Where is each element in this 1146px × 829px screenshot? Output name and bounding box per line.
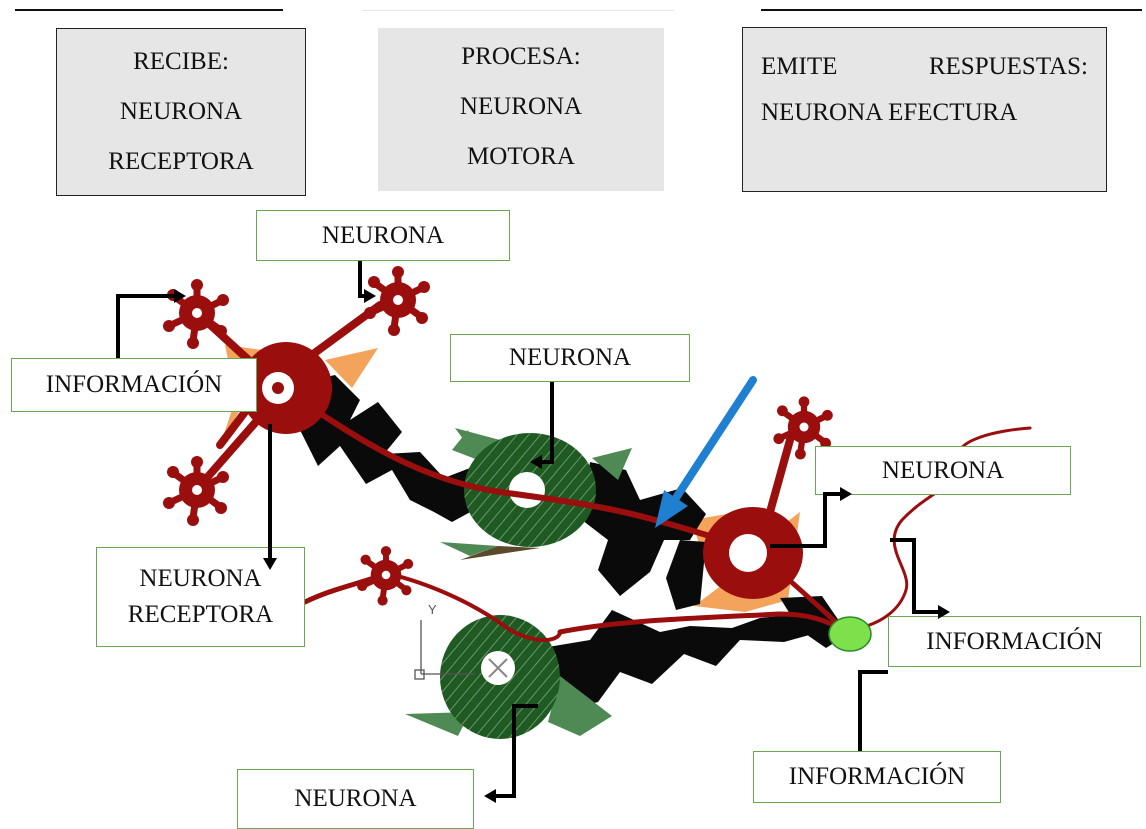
label-informacion-left: INFORMACIÓN: [11, 358, 257, 412]
label-text: INFORMACIÓN: [45, 371, 223, 398]
procesa-title: PROCESA:: [461, 43, 581, 70]
emite-line2: NEURONA EFECTURA: [761, 99, 1018, 126]
procesa-line2: NEURONA: [459, 93, 583, 120]
recibe-box: RECIBE: NEURONA RECEPTORA: [56, 28, 306, 196]
recibe-line2: NEURONA: [119, 98, 243, 125]
label-neurona-top: NEURONA: [256, 210, 510, 261]
red-soma-left: [240, 342, 332, 434]
axon-lower: [530, 610, 820, 712]
procesa-line3: MOTORA: [467, 143, 575, 170]
cad-axis-label: Y: [428, 602, 437, 617]
top-rule-right: [761, 9, 1142, 11]
label-neurona-receptora: NEURONA RECEPTORA: [96, 547, 305, 647]
blue-arrow: [655, 376, 757, 528]
recibe-line3: RECEPTORA: [108, 148, 254, 175]
label-text: INFORMACIÓN: [926, 627, 1103, 655]
emite-title: EMITE RESPUESTAS:: [761, 44, 1088, 90]
label-line1: NEURONA: [139, 565, 262, 592]
emite-word: EMITE: [761, 53, 838, 80]
label-text: NEURONA: [321, 221, 445, 249]
green-neuron-upper: [440, 428, 632, 560]
emite-box: EMITE RESPUESTAS: NEURONA EFECTURA: [742, 27, 1107, 192]
red-soma-right: [703, 507, 803, 599]
top-rule-middle: [362, 10, 674, 11]
label-neurona-bottom: NEURONA: [237, 769, 474, 829]
respuestas-word: RESPUESTAS:: [928, 53, 1088, 80]
label-text: INFORMACIÓN: [788, 763, 966, 790]
label-text: NEURONA: [294, 785, 417, 812]
label-text: NEURONA: [508, 344, 632, 371]
sensory-ending-1: [163, 279, 229, 349]
label-text: NEURONA: [881, 456, 1005, 484]
label-neurona-right: NEURONA: [815, 446, 1071, 495]
synapse-dot: [828, 616, 872, 652]
label-informacion-bottom: INFORMACIÓN: [753, 751, 1001, 803]
sensory-ending-2: [364, 266, 430, 336]
sensory-ending-5: [357, 546, 413, 606]
cad-axis-icon: [414, 620, 475, 680]
label-neurona-center: NEURONA: [450, 334, 690, 382]
label-informacion-right: INFORMACIÓN: [888, 616, 1141, 667]
recibe-title: RECIBE:: [133, 48, 229, 75]
label-line2: RECEPTORA: [127, 601, 274, 628]
top-rule-left: [15, 9, 283, 11]
procesa-box: PROCESA: NEURONA MOTORA: [378, 28, 664, 191]
